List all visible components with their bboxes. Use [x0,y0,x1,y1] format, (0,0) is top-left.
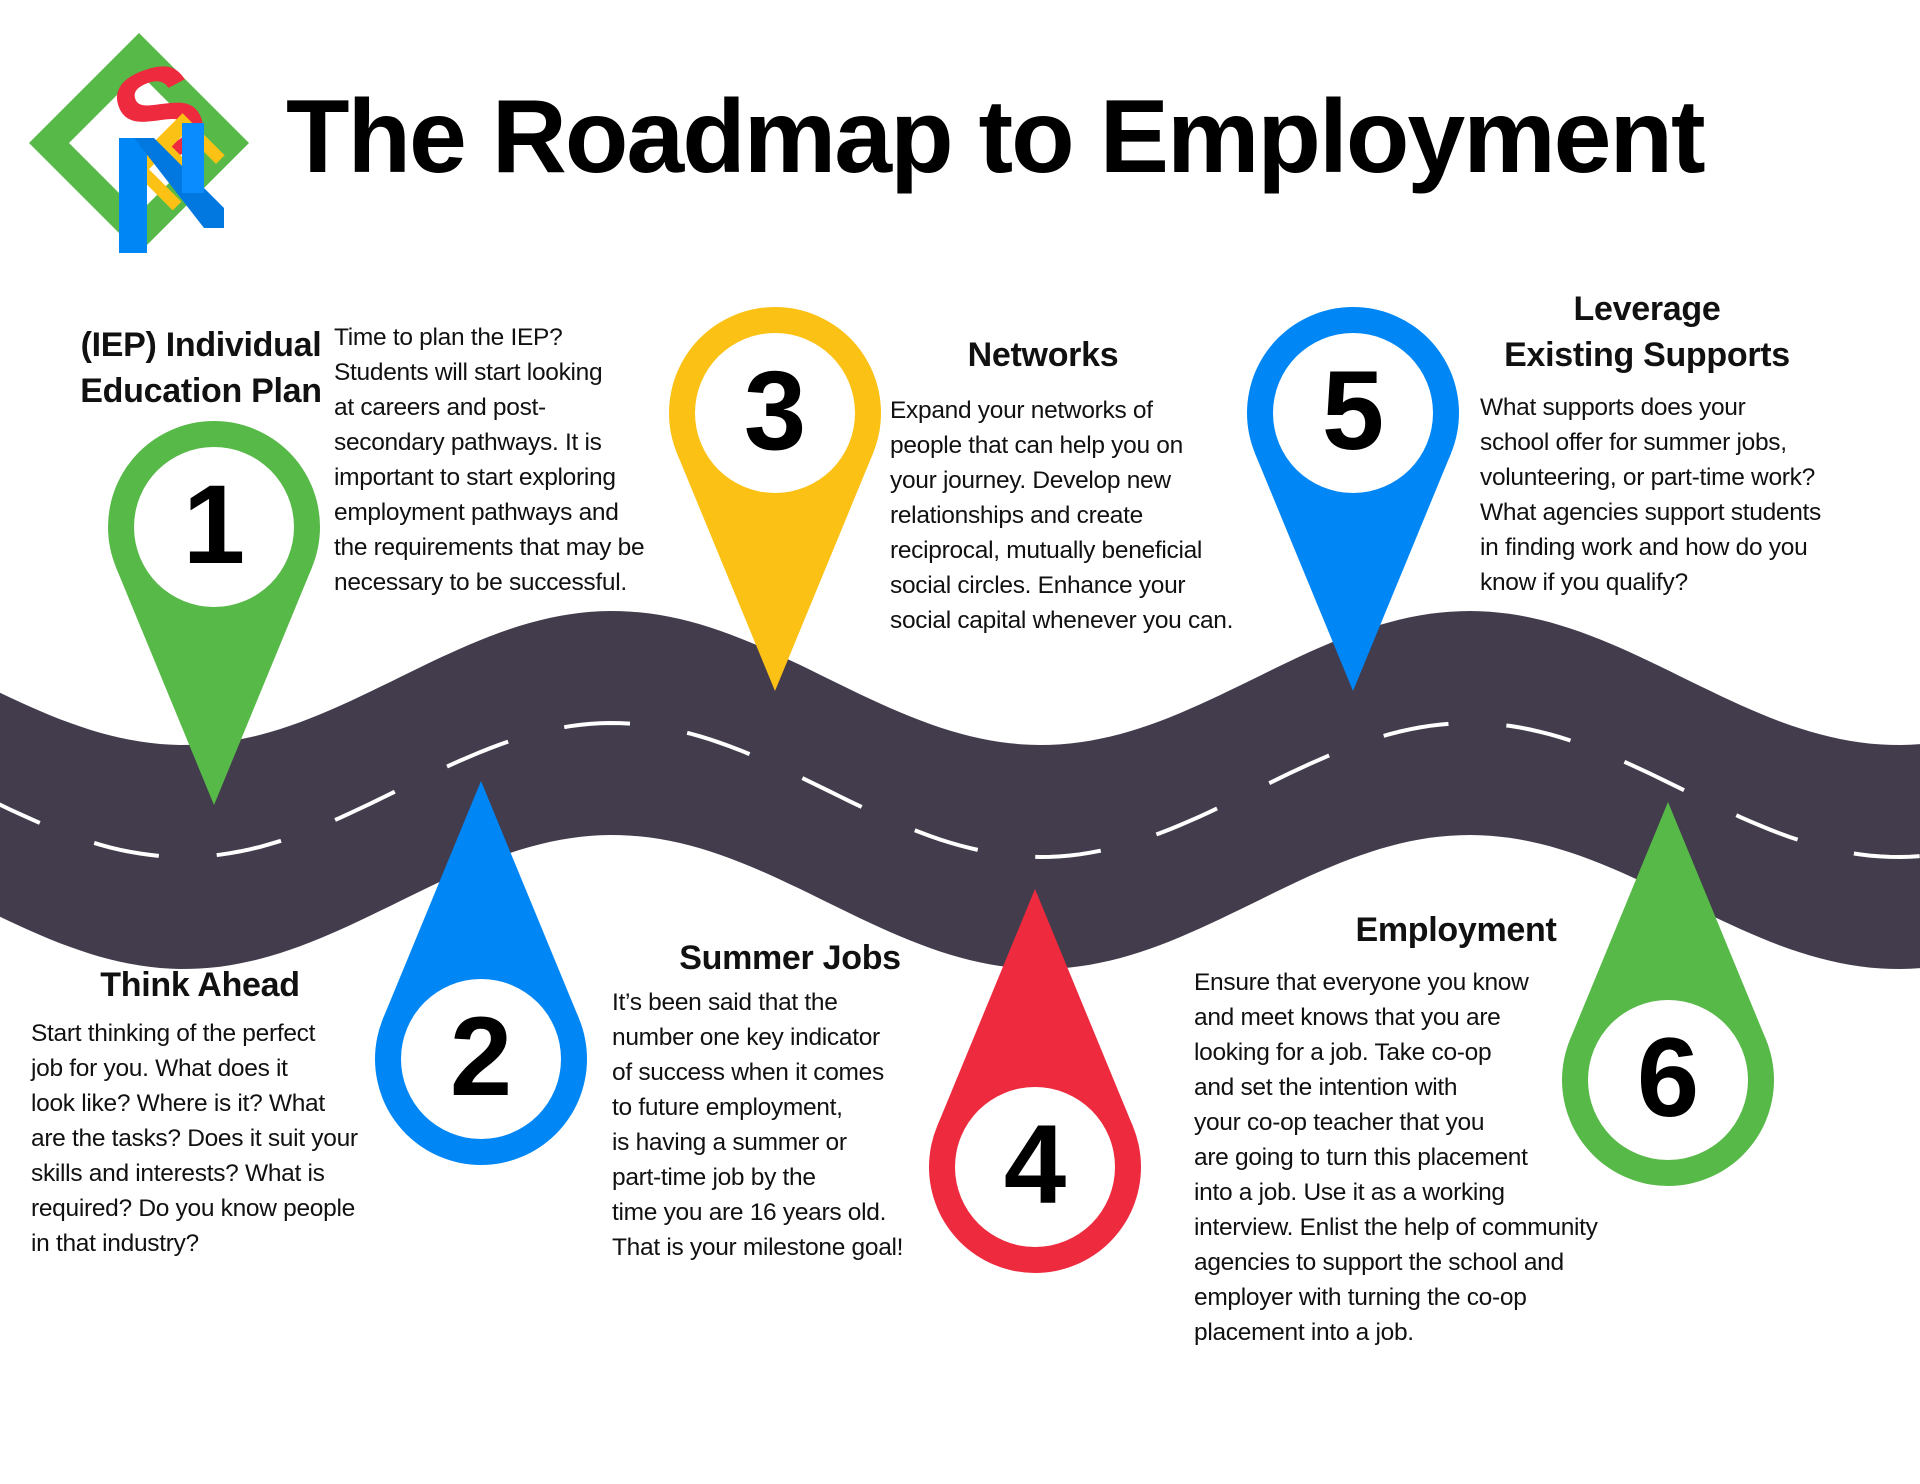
step-3-heading: Networks [967,336,1119,374]
logo: S E [29,30,249,253]
pin-marker-2 [375,781,587,1165]
step-3-text: Expand your networks of people that can … [890,397,1234,634]
step-4-text: It’s been said that the number one key i… [612,989,904,1261]
step-2-text: Start thinking of the perfect job for yo… [31,1020,358,1257]
pin-marker-3 [669,307,881,691]
road-center-dashes [0,720,1920,860]
pin-marker-6 [1562,802,1774,1186]
pin-marker-5 [1247,307,1459,691]
step-4-heading: Summer Jobs [679,939,901,977]
step-5-heading: Leverage Existing Supports [1504,290,1790,374]
step-1-heading: (IEP) Individual Education Plan [80,326,322,410]
step-1-number: 1 [182,462,246,587]
page-title: The Roadmap to Employment [286,79,1706,195]
step-5-number: 5 [1321,348,1385,473]
step-6-text: Ensure that everyone you know and meet k… [1194,969,1598,1346]
step-2-number: 2 [449,994,513,1119]
pin-marker-4 [929,889,1141,1273]
logo-blue-k [119,123,224,253]
road-surface [0,611,1920,969]
step-6-number: 6 [1636,1015,1700,1140]
step-5-text: What supports does your school offer for… [1480,394,1822,596]
step-1-text: Time to plan the IEP? Students will star… [334,324,645,596]
step-4-number: 4 [1003,1102,1067,1227]
step-3-number: 3 [743,348,807,473]
pin-marker-1 [108,421,320,805]
step-2-heading: Think Ahead [100,966,300,1004]
step-6-heading: Employment [1355,911,1557,949]
